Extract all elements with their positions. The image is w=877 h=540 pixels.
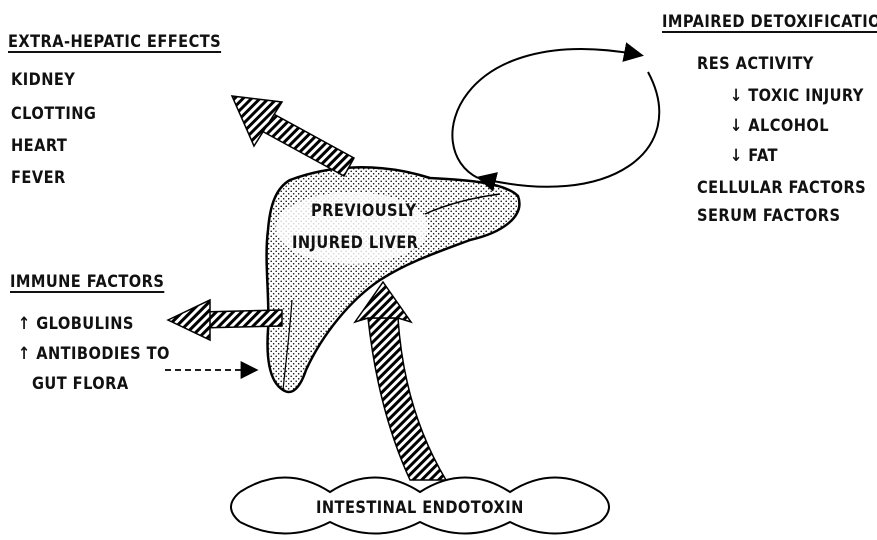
detox-sub-alcohol: ↓ ALCOHOL: [730, 118, 829, 135]
effect-item-kidney: KIDNEY: [11, 72, 75, 89]
liver-label-line2: INJURED LIVER: [292, 235, 418, 252]
detox-sub-label: ALCOHOL: [748, 116, 829, 136]
extra-hepatic-arrow: [232, 96, 354, 176]
impaired-detox-heading: IMPAIRED DETOXIFICATION: [662, 14, 877, 31]
intestinal-endotoxin-label: INTESTINAL ENDOTOXIN: [316, 500, 524, 517]
detox-sub-toxic-injury: ↓ TOXIC INJURY: [730, 88, 864, 105]
immune-gut-flora: GUT FLORA: [32, 376, 129, 393]
immune-antibodies: ↑ ANTIBODIES TO: [18, 346, 170, 363]
immune-arrow: [168, 300, 282, 340]
up-arrow-icon: ↑: [18, 314, 31, 334]
detox-loop: [452, 49, 659, 187]
detox-serum-factors: SERUM FACTORS: [697, 208, 840, 225]
down-arrow-icon: ↓: [730, 116, 743, 136]
immune-globulins: ↑ GLOBULINS: [18, 316, 134, 333]
effect-item-fever: FEVER: [11, 170, 66, 187]
detox-cellular-factors: CELLULAR FACTORS: [697, 180, 866, 197]
liver-label-line1: PREVIOUSLY: [311, 203, 416, 220]
detox-sub-label: FAT: [748, 146, 778, 166]
res-activity: RES ACTIVITY: [697, 56, 814, 73]
endotoxin-stem: [368, 318, 446, 480]
detox-sub-fat: ↓ FAT: [730, 148, 778, 165]
immune-factors-heading: IMMUNE FACTORS: [10, 274, 164, 291]
down-arrow-icon: ↓: [730, 146, 743, 166]
down-arrow-icon: ↓: [730, 86, 743, 106]
detox-sub-label: TOXIC INJURY: [748, 86, 864, 106]
extra-hepatic-heading: EXTRA-HEPATIC EFFECTS: [8, 34, 221, 51]
effect-item-heart: HEART: [11, 138, 67, 155]
up-arrow-icon: ↑: [18, 344, 31, 364]
immune-label: ANTIBODIES TO: [36, 344, 170, 364]
immune-label: GLOBULINS: [36, 314, 134, 334]
effect-item-clotting: CLOTTING: [11, 106, 96, 123]
